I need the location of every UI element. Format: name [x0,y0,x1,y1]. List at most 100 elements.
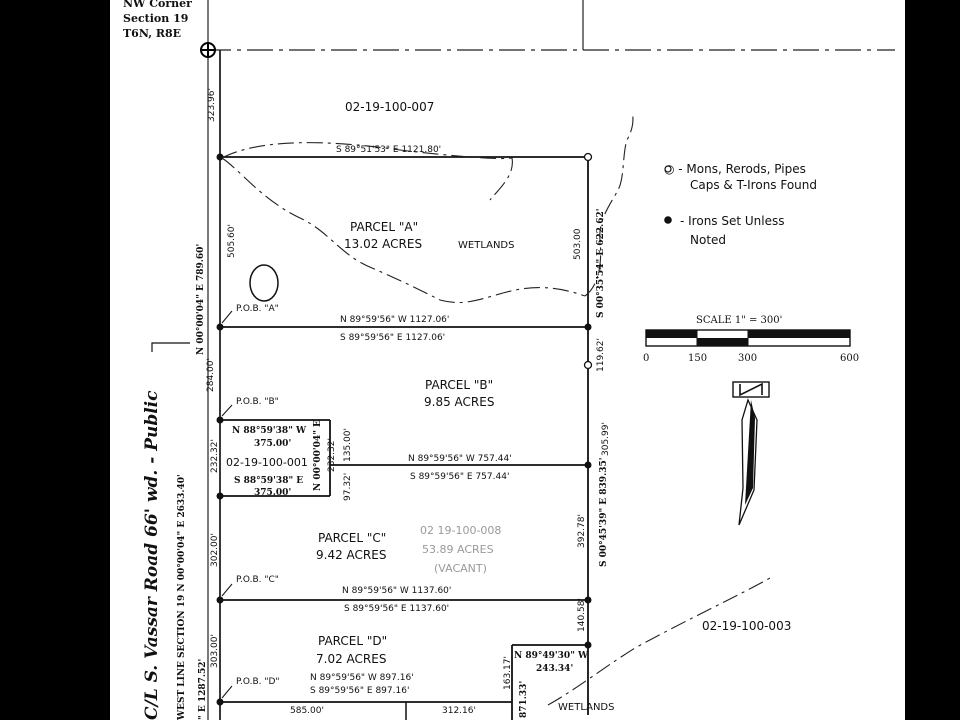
iron-set-marker [584,323,592,331]
wetlands-boundary [221,157,586,304]
dist-305: 305.99' [601,422,611,456]
tax-id-east: 02-19-100-003 [702,619,791,633]
pond-outline [249,264,279,302]
pob-c-label: P.O.B. "C" [236,575,279,585]
scale-tick-300: 300 [738,353,757,364]
bearing-d-east-2: 243.34' [536,664,573,674]
dist-323: 323.96' [207,88,217,122]
iron-set-marker [216,492,224,500]
iron-set-marker [216,596,224,604]
vacant-acres: 53.89 ACRES [422,543,494,556]
parcel-b-name: PARCEL "B" [425,378,493,392]
dist-303: 303.00' [210,634,220,668]
iron-set-marker [584,641,592,649]
scale-title: SCALE 1" = 300' [696,315,782,326]
iron-set-marker [584,596,592,604]
parcel-d-name: PARCEL "D" [318,634,387,648]
north-arrow-n-glyph [739,382,763,397]
wetlands-boundary-north [221,142,513,201]
legend-found-line1: ○ - Mons, Rerods, Pipes [664,162,806,176]
legend-found-line2: Caps & T-Irons Found [690,178,817,192]
pob-a-label: P.O.B. "A" [236,304,279,314]
scale-bar-segment [697,338,748,346]
tax-id-vacant: 02 19-100-008 [420,524,501,537]
dist-585: 585.00' [290,706,324,716]
bearing-c-south-n: N 89°59'56" W 1137.60' [342,586,451,596]
dist-232: 232.32' [210,439,220,473]
bearing-small-east: N 00°00'04" E [313,420,323,491]
corner-label-1: NW Corner [123,0,192,10]
bearing-b-south-s: S 89°59'56" E 757.44' [410,472,509,482]
tax-id-north: 02-19-100-007 [345,100,434,114]
iron-set-marker [216,698,224,706]
north-arrow-half [745,400,755,505]
bearing-b-south-n: N 89°59'56" W 757.44' [408,454,512,464]
bearing-a-south-n: N 89°59'56" W 1127.06' [340,315,449,325]
legend-found-icon [664,165,672,173]
scale-tick-600: 600 [840,353,859,364]
tax-id-small: 02-19-100-001 [226,456,308,469]
bearing-small-bot-2: 375.00' [254,488,291,498]
bearing-small-top-2: 375.00' [254,439,291,449]
right-border [905,0,960,720]
dist-97: 97.32' [343,473,353,501]
left-border [0,0,110,720]
bearing-d-east-1: N 89°49'30" W [514,651,589,661]
dist-505: 505.60' [227,224,237,258]
dist-140: 140.58' [577,598,587,632]
dist-163: 163.17' [503,656,513,690]
bearing-west-a: N 00°00'04" E 789.60' [196,244,206,355]
iron-set-marker [584,461,592,469]
dist-503: 503.00 [573,228,583,260]
parcel-a-acres: 13.02 ACRES [344,237,422,251]
pob-d-leader [221,685,233,699]
bearing-east-c: S 00°45'39" E 839.35' [599,458,609,567]
bearing-east-a: S 00°35'54" E 622.62' [596,209,606,318]
road-callout-line [151,342,190,352]
legend-set-line2: Noted [690,233,726,247]
scale-tick-0: 0 [643,353,649,364]
bearing-top: S 89°51'53" E 1121.80' [336,145,441,155]
monument-found-marker [583,360,593,370]
monument-found-marker [583,152,593,162]
wetlands-boundary-south [547,577,771,706]
iron-set-marker [216,153,224,161]
legend-set-line1: - Irons Set Unless [680,214,785,228]
bearing-d-s: S 89°59'56" E 897.16' [310,686,409,696]
bearing-a-south-s: S 89°59'56" E 1127.06' [340,333,445,343]
pob-a-leader [221,310,233,324]
pob-b-leader [221,404,233,417]
dist-302: 302.00' [210,533,220,567]
bearing-west-section: WEST LINE SECTION 19 N 00°00'04" E 2633.… [177,474,187,720]
parcel-b-acres: 9.85 ACRES [424,395,494,409]
bearing-small-top-1: N 88°59'38" W [232,426,307,436]
pob-c-leader [221,583,233,597]
road-label: C/L S. Vassar Road 66' wd. - Public [142,390,162,720]
parcel-c-acres: 9.42 ACRES [316,548,386,562]
scale-bar-segment [748,330,850,338]
parcel-a-name: PARCEL "A" [350,220,418,234]
bearing-c-south-s: S 89°59'56" E 1137.60' [344,604,449,614]
dist-312: 312.16' [442,706,476,716]
dist-392: 392.78' [577,514,587,548]
iron-set-marker [216,323,224,331]
bearing-d-n: N 89°59'56" W 897.16' [310,673,414,683]
bearing-d-east-dist: 871.33' [519,681,529,718]
pob-d-label: P.O.B. "D" [236,677,280,687]
parcel-d-acres: 7.02 ACRES [316,652,386,666]
bearing-small-bot-1: S 88°59'38" E [234,476,303,486]
legend-set-icon [664,216,672,224]
dist-119: 119.62' [596,338,606,372]
scale-bar-segment [646,330,697,338]
pob-b-label: P.O.B. "B" [236,397,279,407]
dist-135: 135.00' [343,428,353,462]
dist-284: 284.00' [206,358,216,392]
iron-set-marker [216,416,224,424]
bearing-small-east-dist: 232.32' [327,438,337,472]
corner-label-2: Section 19 [123,12,188,25]
corner-label-3: T6N, R8E [123,27,181,40]
wetlands-label-upper: WETLANDS [458,240,514,251]
parcel-c-name: PARCEL "C" [318,531,386,545]
